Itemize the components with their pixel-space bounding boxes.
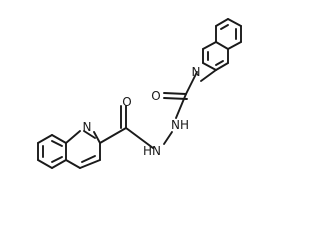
- ring-nitrogen-lower-label: N: [83, 120, 92, 134]
- lower-pyridine-ring: [65, 130, 101, 169]
- hydrazide-nh-upper-label: NH: [171, 118, 189, 132]
- carbonyl-oxygen-lower-label: O: [122, 95, 131, 109]
- molecule-drawing: N O NH HN O N: [37, 18, 242, 169]
- lower-amide: [99, 105, 154, 149]
- upper-benzo-ring: [215, 18, 242, 50]
- upper-amide: [163, 71, 198, 145]
- lower-benzo-ring: [37, 134, 67, 169]
- structure-canvas: N O NH HN O N: [37, 18, 242, 169]
- hydrazide-nh-lower-label: HN: [143, 144, 161, 158]
- ring-nitrogen-upper-label: N: [192, 65, 201, 79]
- upper-pyridine-ring: [200, 41, 229, 82]
- carbonyl-oxygen-upper-label: O: [151, 89, 160, 103]
